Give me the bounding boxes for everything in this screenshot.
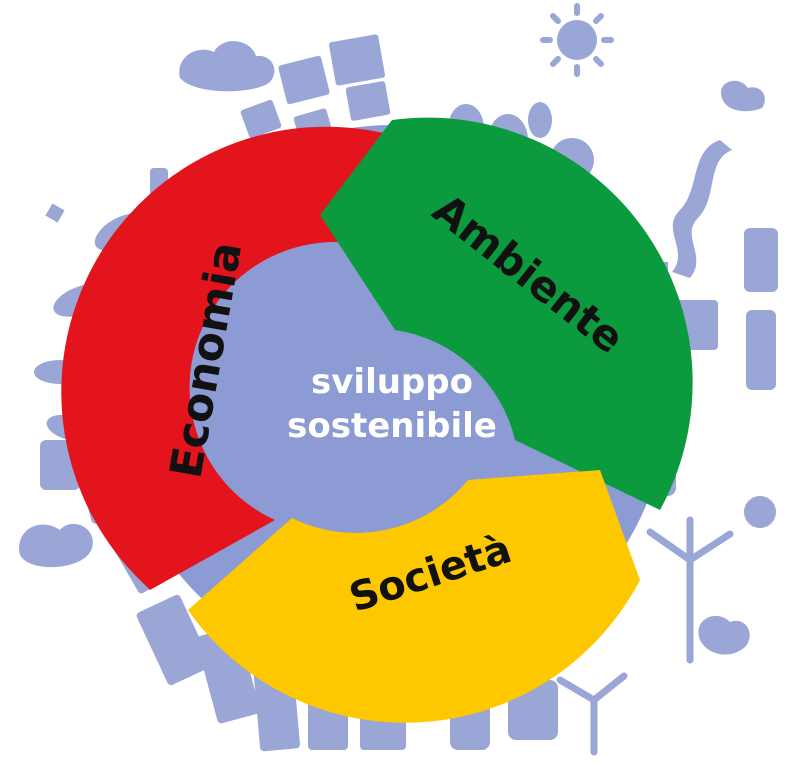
- cloud-icon: [19, 523, 93, 568]
- economia-arrow: [61, 126, 395, 591]
- cloud-icon: [720, 80, 765, 112]
- river-icon: [672, 140, 732, 278]
- cloud-icon: [698, 615, 750, 655]
- center-title-line1: sviluppo: [311, 362, 473, 402]
- solar-panel-icon: [240, 34, 391, 142]
- societa-arrow: [188, 470, 640, 723]
- ambiente-arrow: [320, 117, 693, 510]
- cloud-icon: [179, 41, 275, 92]
- sun-icon: [540, 3, 614, 77]
- center-title-line2: sostenibile: [287, 406, 497, 446]
- wind-turbine-icon: [556, 516, 734, 756]
